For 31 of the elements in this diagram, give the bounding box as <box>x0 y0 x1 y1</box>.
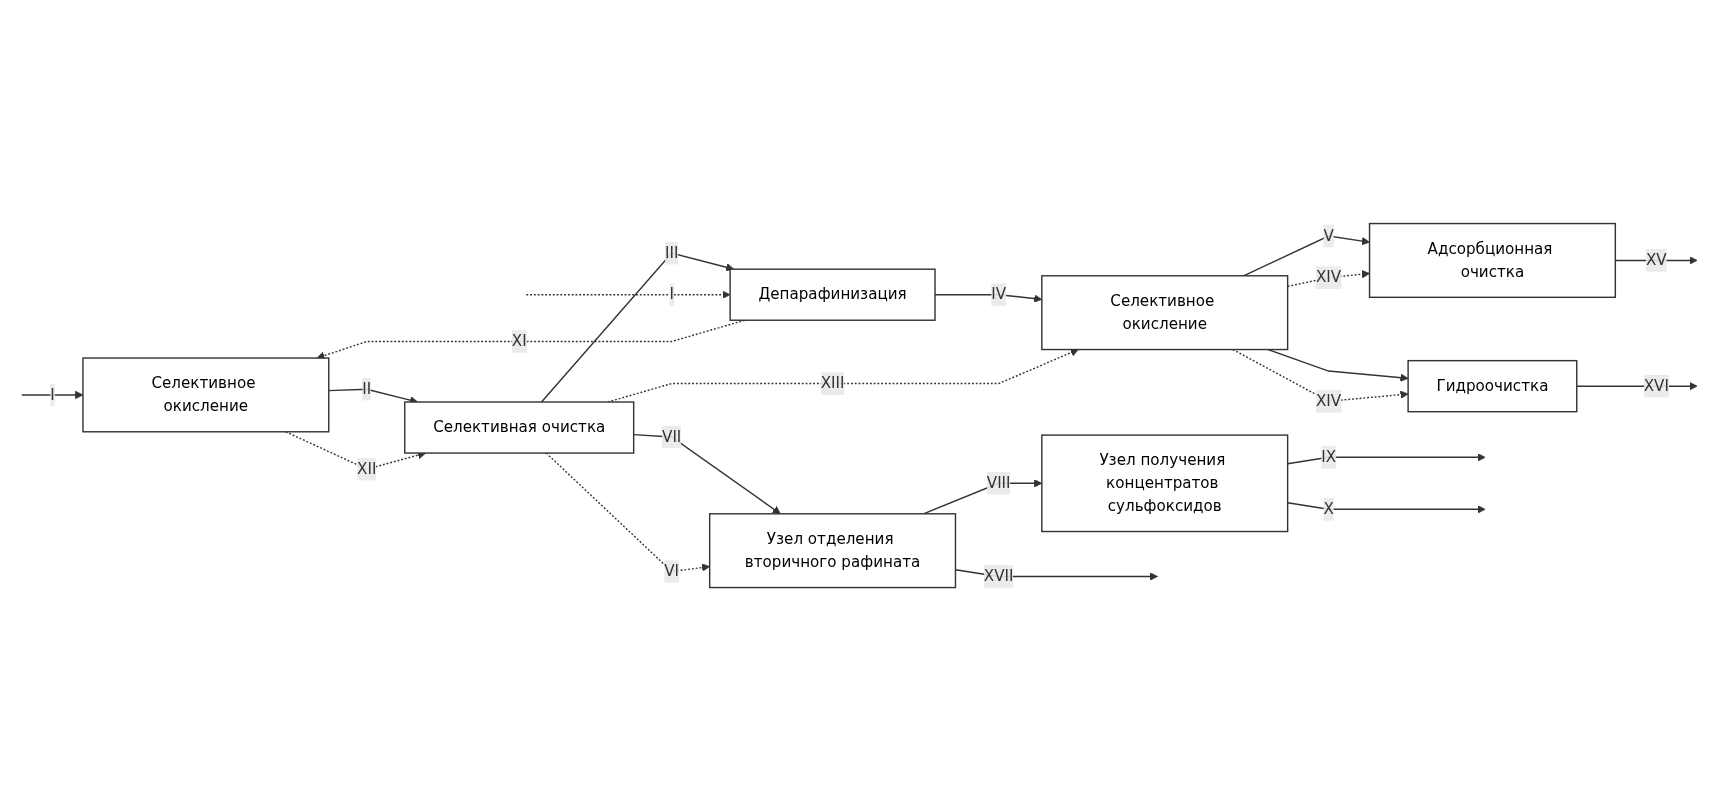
edge-label: XIV <box>1316 391 1342 410</box>
edge-label: VIII <box>986 473 1011 492</box>
edge-label: X <box>1323 499 1334 518</box>
node-box: Адсорбционная очистка <box>1368 222 1617 298</box>
node-box: Депарафинизация <box>729 268 936 321</box>
edge-label: VII <box>662 427 682 446</box>
arrow <box>525 290 731 299</box>
edge-label: V <box>1323 226 1334 245</box>
arrow <box>540 252 735 403</box>
edge-label: XI <box>511 331 527 350</box>
node-box: Селективная очистка <box>404 401 635 454</box>
arrow <box>1267 348 1409 382</box>
edge-label: XII <box>357 459 377 478</box>
edge-label: XIII <box>820 373 845 392</box>
edge-label: XIV <box>1316 268 1342 287</box>
edge-label: XVII <box>983 566 1014 585</box>
edge-label: IV <box>991 285 1007 304</box>
edge-label: I <box>50 385 55 404</box>
edge-label: I <box>669 285 674 304</box>
edge-label: XVI <box>1643 376 1669 395</box>
edge-label: III <box>664 243 679 262</box>
node-box: Селективное окисление <box>82 357 330 433</box>
node-box: Узел отделения вторичного рафината <box>708 512 957 589</box>
node-box: Гидроочистка <box>1407 359 1578 413</box>
edge-label: IX <box>1321 447 1336 466</box>
arrow <box>285 430 427 470</box>
node-box: Узел получения концентратов сульфоксидов <box>1041 434 1289 533</box>
edge-label: XV <box>1645 250 1667 269</box>
node-box: Селективное окисление <box>1041 274 1289 351</box>
edge-label: II <box>362 379 372 398</box>
edge-label: VI <box>664 561 680 580</box>
